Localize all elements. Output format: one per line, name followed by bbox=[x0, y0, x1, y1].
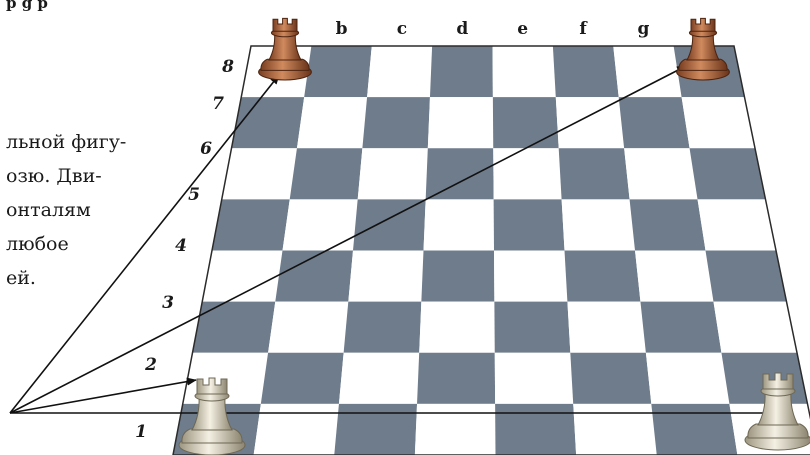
square-d2 bbox=[417, 353, 495, 404]
square-f7 bbox=[556, 97, 624, 148]
square-b2 bbox=[261, 353, 344, 404]
square-c3 bbox=[344, 302, 422, 353]
square-f2 bbox=[570, 353, 651, 404]
square-e1 bbox=[495, 404, 576, 455]
square-e8 bbox=[493, 46, 556, 97]
square-d1 bbox=[415, 404, 496, 455]
square-f6 bbox=[559, 148, 630, 199]
square-c8 bbox=[367, 46, 432, 97]
square-d7 bbox=[428, 97, 493, 148]
square-g1 bbox=[651, 404, 737, 455]
square-d5 bbox=[424, 199, 495, 250]
square-h7 bbox=[682, 97, 755, 148]
square-a3 bbox=[193, 302, 276, 353]
square-b6 bbox=[290, 148, 363, 199]
square-h6 bbox=[690, 148, 766, 199]
square-c5 bbox=[353, 199, 426, 250]
rank-label-1: 1 bbox=[135, 422, 147, 442]
arrow-3 bbox=[10, 380, 196, 413]
file-label-c: c bbox=[397, 19, 407, 39]
square-g6 bbox=[624, 148, 697, 199]
square-d4 bbox=[421, 251, 494, 302]
square-c7 bbox=[362, 97, 430, 148]
rank-label-4: 4 bbox=[175, 236, 187, 256]
square-e5 bbox=[494, 199, 565, 250]
file-label-f: f bbox=[579, 19, 588, 39]
square-c2 bbox=[339, 353, 419, 404]
square-g7 bbox=[619, 97, 690, 148]
chessboard bbox=[173, 46, 810, 455]
square-g4 bbox=[635, 251, 713, 302]
square-g3 bbox=[640, 302, 721, 353]
square-d8 bbox=[430, 46, 493, 97]
square-d3 bbox=[419, 302, 495, 353]
square-f5 bbox=[562, 199, 635, 250]
square-c6 bbox=[358, 148, 428, 199]
square-b4 bbox=[275, 251, 353, 302]
square-h4 bbox=[706, 251, 787, 302]
square-f3 bbox=[567, 302, 645, 353]
square-b1 bbox=[254, 404, 339, 455]
rank-label-6: 6 bbox=[200, 139, 212, 159]
square-e7 bbox=[493, 97, 559, 148]
rank-label-2: 2 bbox=[144, 355, 157, 375]
square-e4 bbox=[494, 251, 567, 302]
square-b3 bbox=[268, 302, 348, 353]
file-label-d: d bbox=[456, 19, 468, 39]
square-c4 bbox=[348, 251, 423, 302]
square-d6 bbox=[426, 148, 494, 199]
square-g2 bbox=[646, 353, 730, 404]
square-e2 bbox=[495, 353, 573, 404]
square-c1 bbox=[334, 404, 417, 455]
square-e6 bbox=[493, 148, 561, 199]
square-a5 bbox=[212, 199, 290, 250]
rank-label-8: 8 bbox=[221, 57, 234, 77]
rank-label-7: 7 bbox=[212, 94, 224, 114]
file-label-b: b bbox=[336, 19, 348, 39]
square-g5 bbox=[630, 199, 706, 250]
square-b8 bbox=[304, 46, 372, 97]
square-a7 bbox=[232, 97, 305, 148]
square-f8 bbox=[553, 46, 619, 97]
square-b5 bbox=[283, 199, 358, 250]
file-label-e: e bbox=[517, 19, 528, 39]
square-b7 bbox=[297, 97, 367, 148]
square-e3 bbox=[494, 302, 570, 353]
square-f4 bbox=[565, 251, 641, 302]
square-g8 bbox=[613, 46, 681, 97]
square-a6 bbox=[222, 148, 297, 199]
square-h5 bbox=[698, 199, 776, 250]
square-f1 bbox=[573, 404, 657, 455]
square-h3 bbox=[713, 302, 797, 353]
rank-label-3: 3 bbox=[162, 293, 174, 313]
file-label-g: g bbox=[637, 19, 649, 39]
